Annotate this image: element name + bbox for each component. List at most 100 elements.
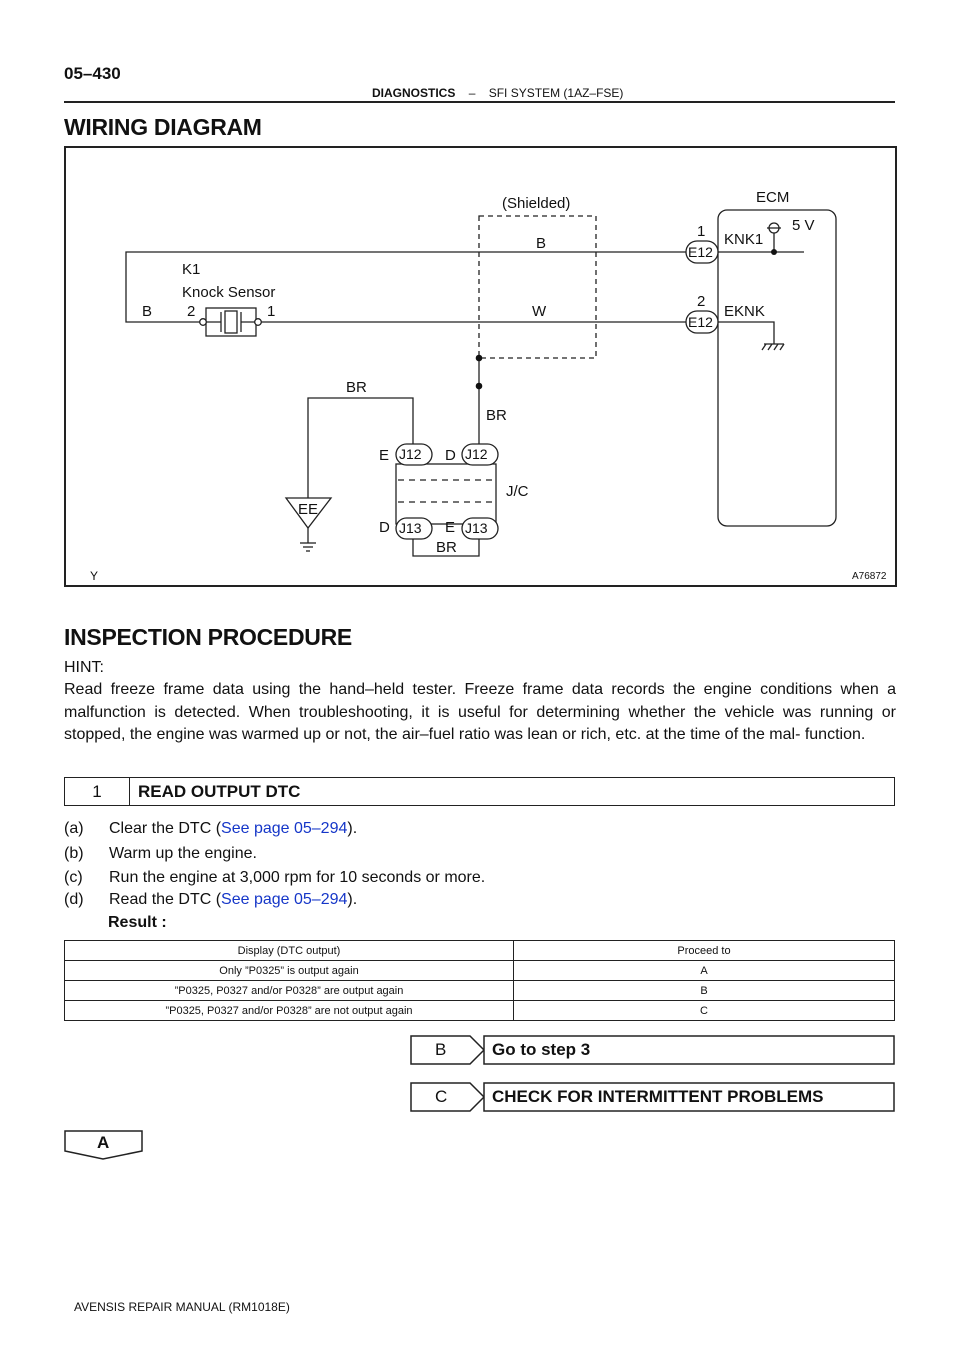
step-number: 1 <box>65 778 130 805</box>
table-header-cell: Proceed to <box>513 940 895 961</box>
page-number: 05–430 <box>64 64 121 83</box>
connector-e12-bottom <box>685 310 719 334</box>
ee-ground-icon <box>300 528 316 552</box>
result-table: Display (DTC output) Proceed to Only ”P0… <box>64 940 895 1021</box>
wire-br-ground <box>307 397 414 498</box>
hint-text: Read freeze frame data using the hand–he… <box>64 681 896 744</box>
branch-b-arrow <box>410 1035 486 1065</box>
step-title: READ OUTPUT DTC <box>138 782 301 801</box>
substep-label: (c) <box>64 869 83 886</box>
wire-label-b-left: B <box>142 303 152 320</box>
branch-b-symbol: B <box>435 1040 447 1059</box>
section-name: DIAGNOSTICS <box>372 86 456 100</box>
substep-label: (d) <box>64 891 84 908</box>
connector-e12-bottom-label: E12 <box>688 314 713 330</box>
wire-label-br-bottom: BR <box>436 539 457 556</box>
branch-b-box <box>483 1035 895 1065</box>
corner-mark: Y <box>90 569 98 583</box>
table-row: ”P0325, P0327 and/or P0328” are not outp… <box>64 1000 895 1021</box>
junction-block <box>395 463 497 525</box>
connector-e12-top <box>685 240 719 264</box>
substep-label: (a) <box>64 820 84 837</box>
branch-b-text: Go to step 3 <box>492 1040 591 1059</box>
page-reference-link[interactable]: See page 05–294 <box>221 891 348 908</box>
running-header: DIAGNOSTICS – SFI SYSTEM (1AZ–FSE) <box>372 86 623 100</box>
wiring-diagram: (Shielded) ECM 5 V B W B K1 Knock Sensor… <box>64 146 897 587</box>
branch-a-symbol: A <box>97 1133 110 1152</box>
jc-terminal-e-bottom: E <box>445 519 455 536</box>
page-reference-link[interactable]: See page 05–294 <box>221 820 348 837</box>
table-cell: B <box>513 980 895 1001</box>
manual-footer: AVENSIS REPAIR MANUAL (RM1018E) <box>74 1300 290 1314</box>
wiring-diagram-heading: WIRING DIAGRAM <box>64 114 262 140</box>
sensor-terminal-2 <box>199 318 207 326</box>
connector-j12-right-label: J12 <box>465 446 488 462</box>
table-cell: ”P0325, P0327 and/or P0328” are output a… <box>64 980 514 1001</box>
connector-j13-right-label: J13 <box>465 520 488 536</box>
ecm-wire-eknk <box>714 321 775 344</box>
substep-text: Run the engine at 3,000 rpm for 10 secon… <box>109 869 486 886</box>
substep-text: Clear the DTC ( <box>109 820 222 837</box>
ground-label-ee: EE <box>298 501 318 518</box>
wire-label-br-right: BR <box>486 407 507 424</box>
ee-ground-triangle <box>284 497 333 530</box>
substep-text: Read the DTC ( <box>109 891 222 908</box>
ecm-label: ECM <box>756 189 789 206</box>
branch-c-text: CHECK FOR INTERMITTENT PROBLEMS <box>492 1087 824 1106</box>
header-dash: – <box>468 86 476 100</box>
table-cell: Only ”P0325” is output again <box>64 960 514 981</box>
substep-c: (c) Run the engine at 3,000 rpm for 10 se… <box>64 869 485 887</box>
branch-c-arrow <box>410 1082 486 1112</box>
pin-eknk-number: 2 <box>697 293 705 310</box>
table-header-row: Display (DTC output) Proceed to <box>64 940 895 961</box>
supply-symbol <box>767 222 781 234</box>
connector-j12-right <box>461 443 499 466</box>
result-label: Result : <box>108 914 167 931</box>
voltage-label: 5 V <box>792 217 815 234</box>
connector-j13-left <box>395 517 433 540</box>
branch-c[interactable]: C CHECK FOR INTERMITTENT PROBLEMS <box>410 1082 896 1112</box>
header-rule <box>64 101 895 103</box>
substep-label: (b) <box>64 845 84 862</box>
wire-br-bottom <box>412 538 480 557</box>
sensor-pin-1: 1 <box>267 303 275 320</box>
branch-b[interactable]: B Go to step 3 <box>410 1035 896 1065</box>
connector-j13-left-label: J13 <box>399 520 422 536</box>
wire-b <box>125 251 686 316</box>
sensor-name: Knock Sensor <box>182 284 275 301</box>
connector-j12-left-label: J12 <box>399 446 422 462</box>
table-header-cell: Display (DTC output) <box>64 940 514 961</box>
connector-e12-top-label: E12 <box>688 244 713 260</box>
wire-label-b-top: B <box>536 235 546 252</box>
shield-junction-dot <box>475 354 483 362</box>
connector-j13-right <box>461 517 499 540</box>
wire-label-br-left: BR <box>346 379 367 396</box>
substep-d: (d) Read the DTC (See page 05–294). <box>64 891 357 909</box>
shield-label: (Shielded) <box>502 195 570 212</box>
knock-sensor-element <box>203 310 258 334</box>
branch-a-arrow <box>64 1130 143 1160</box>
sensor-pin-2: 2 <box>187 303 195 320</box>
ecm-box <box>717 209 837 527</box>
table-row: Only ”P0325” is output again A <box>64 960 895 981</box>
jc-terminal-d-bottom: D <box>379 519 390 536</box>
table-row: ”P0325, P0327 and/or P0328” are output a… <box>64 980 895 1001</box>
table-cell: C <box>513 1000 895 1021</box>
sensor-code: K1 <box>182 261 200 278</box>
wire-w-left <box>125 316 203 323</box>
inspection-procedure-heading: INSPECTION PROCEDURE <box>64 624 352 650</box>
drain-junction-dot <box>475 382 483 390</box>
pin-knk1-number: 1 <box>697 223 705 240</box>
substep-text-end: ). <box>347 891 358 908</box>
ecm-ground-icon <box>761 343 785 351</box>
jc-terminal-e-top: E <box>379 447 389 464</box>
substep-a: (a)Clear the DTC (See page 05–294). <box>64 820 357 838</box>
connector-j12-left <box>395 443 433 466</box>
shield-outline <box>478 215 597 359</box>
branch-a[interactable]: A <box>64 1130 144 1160</box>
ecm-node-dot <box>771 249 777 255</box>
junction-label: J/C <box>506 483 529 500</box>
signal-knk1: KNK1 <box>724 231 763 248</box>
signal-eknk: EKNK <box>724 303 765 320</box>
table-cell: ”P0325, P0327 and/or P0328” are not outp… <box>64 1000 514 1021</box>
